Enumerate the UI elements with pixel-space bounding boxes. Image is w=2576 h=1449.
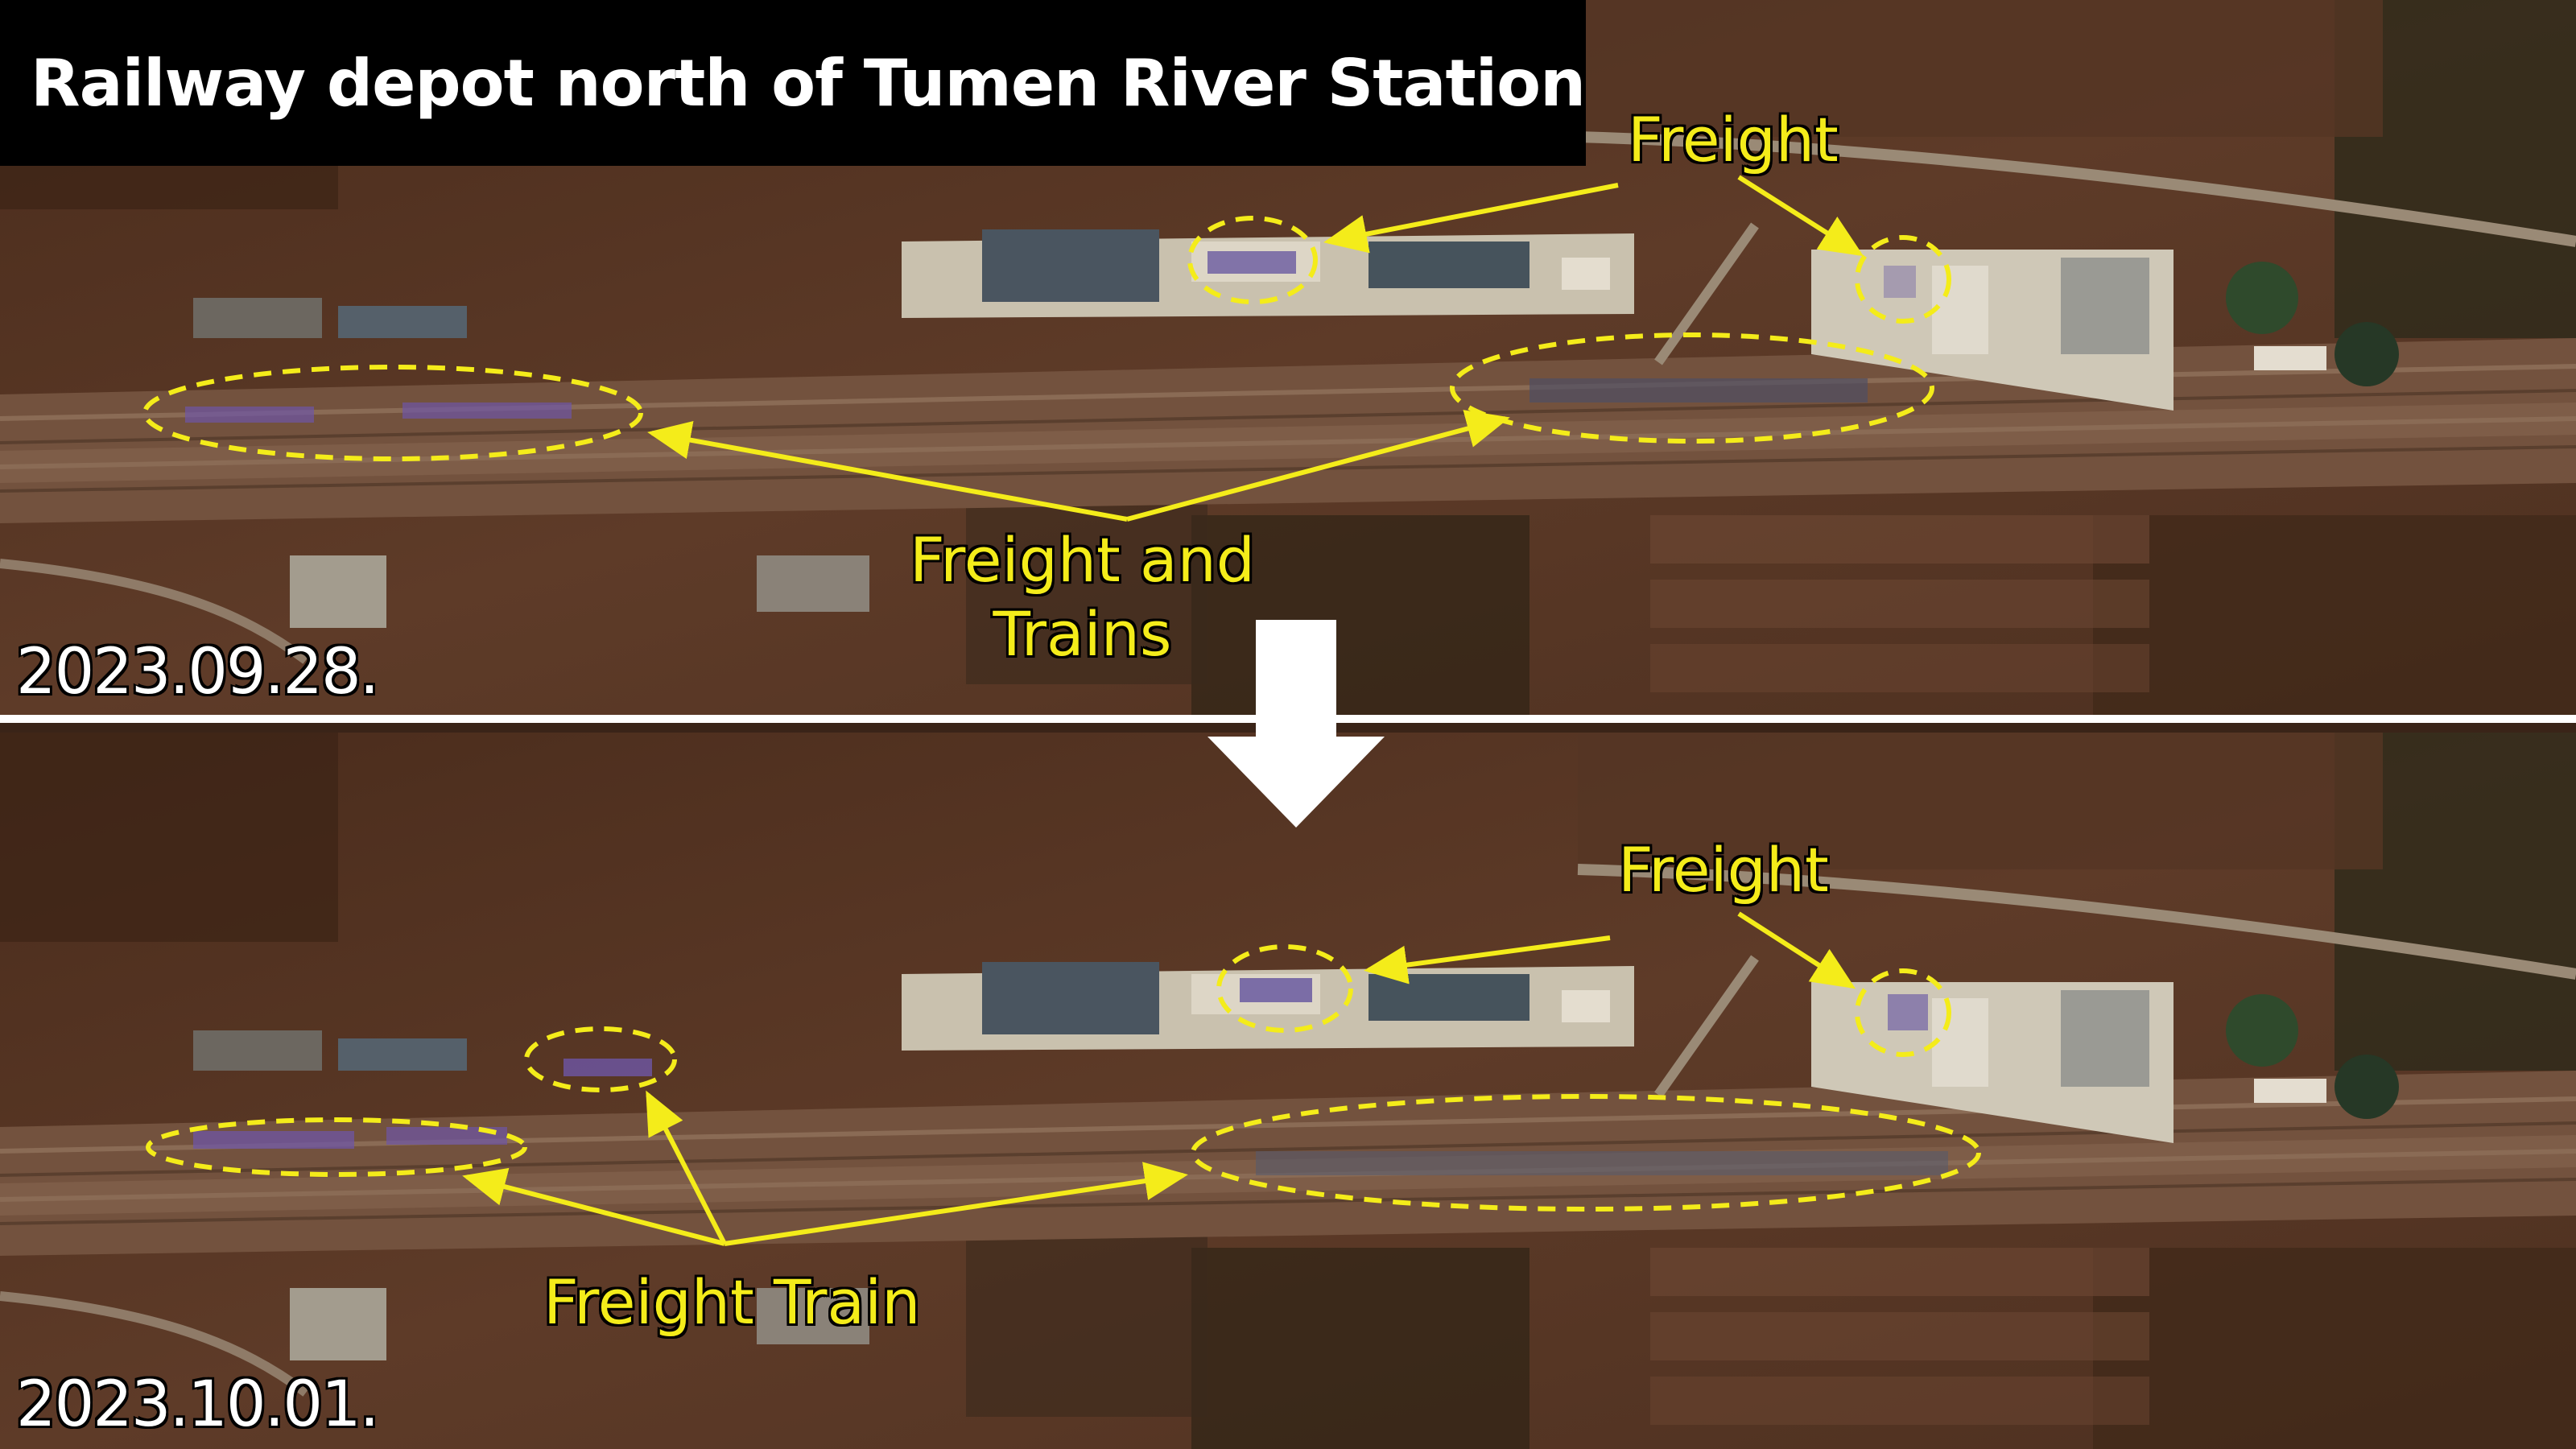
panel-2-imagery [0, 733, 2576, 1449]
panel-2-date: 2023.10.01. [16, 1368, 379, 1441]
panel-1-freight-and-trains-label: Freight and Trains [910, 524, 1255, 670]
panel-1-date: 2023.09.28. [16, 636, 379, 708]
panel-2-freight-label: Freight [1618, 834, 1829, 906]
title-banner: Railway depot north of Tumen River Stati… [0, 0, 1586, 166]
down-arrow-icon [1208, 620, 1385, 828]
panel-2-arrows [462, 911, 1856, 1246]
panel-2-freight-train-label: Freight Train [543, 1266, 921, 1338]
panel-1-freight-label: Freight [1628, 104, 1839, 175]
panel-2-highlights [146, 944, 1981, 1212]
panel-1-arrows [647, 175, 1864, 522]
panel-1-highlights [142, 216, 1951, 461]
image-title: Railway depot north of Tumen River Stati… [31, 45, 1586, 121]
